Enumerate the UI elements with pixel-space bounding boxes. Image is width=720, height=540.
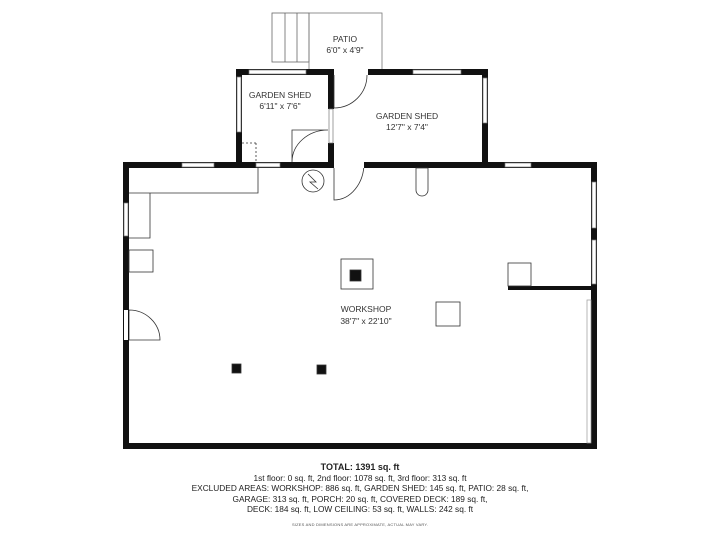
garden-shed-2-label: GARDEN SHED (376, 111, 438, 121)
garden-shed-1-label: GARDEN SHED (249, 90, 311, 100)
disclaimer: SIZES AND DIMENSIONS ARE APPROXIMATE, AC… (291, 521, 429, 527)
workshop-label: WORKSHOP (341, 304, 392, 314)
excluded-areas-1: EXCLUDED AREAS: WORKSHOP: 886 sq. ft, GA… (191, 483, 529, 494)
excluded-areas-3: DECK: 184 sq. ft, LOW CEILING: 53 sq. ft… (246, 504, 474, 515)
column (316, 364, 327, 375)
workshop-dims: 38'7" x 22'10" (340, 316, 391, 326)
toilet-icon (415, 167, 429, 197)
workshop-windows (123, 162, 597, 444)
cabinet (507, 262, 532, 287)
excluded-areas-2: GARAGE: 313 sq. ft, PORCH: 20 sq. ft, CO… (232, 493, 488, 504)
garden-shed-2-dims: 12'7" x 7'4" (386, 122, 428, 132)
garden-shed-1-dims: 6'11" x 7'6" (259, 101, 300, 111)
doors (128, 74, 368, 341)
fixtures (128, 167, 532, 375)
area-summary: TOTAL: 1391 sq. ft 1st floor: 0 sq. ft, … (0, 462, 720, 531)
floor-areas: 1st floor: 0 sq. ft, 2nd floor: 1078 sq.… (253, 472, 467, 483)
shed-walls (236, 69, 488, 163)
equipment (340, 258, 374, 290)
patio-dims: 6'0" x 4'9" (326, 45, 363, 55)
total-area: TOTAL: 1391 sq. ft (320, 462, 400, 472)
shed-windows (236, 69, 488, 144)
counter (129, 168, 259, 239)
patio-label: PATIO (333, 34, 358, 44)
sink (128, 249, 154, 273)
stairs (271, 12, 310, 63)
table (435, 301, 461, 327)
column (231, 363, 242, 374)
electric-panel-icon (301, 169, 325, 193)
